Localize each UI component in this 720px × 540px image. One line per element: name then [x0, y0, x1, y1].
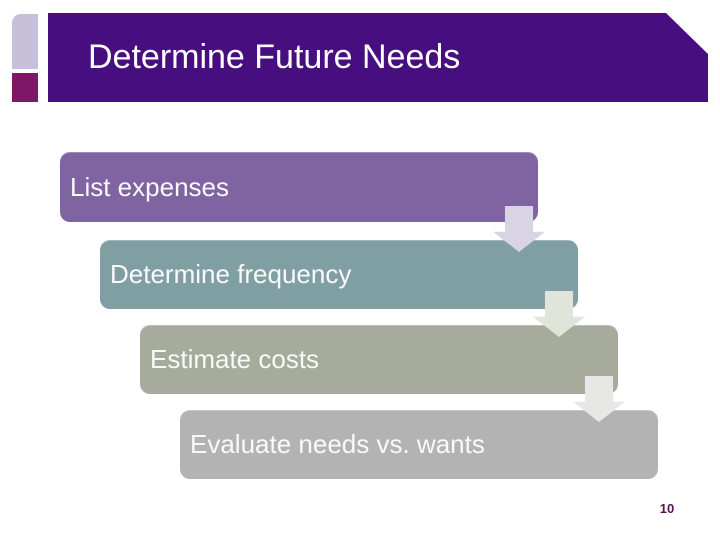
process-step-3: Estimate costs: [140, 325, 618, 394]
slide-title: Determine Future Needs: [88, 38, 461, 76]
process-step-2-label: Determine frequency: [110, 259, 352, 289]
process-step-2: Determine frequency: [100, 240, 578, 309]
process-step-4-label: Evaluate needs vs. wants: [190, 429, 485, 459]
accent-square-dark: [12, 73, 38, 102]
page-number: 10: [659, 501, 675, 516]
slide-title-bar: Determine Future Needs: [48, 13, 708, 102]
process-step-1-label: List expenses: [70, 171, 229, 202]
process-step-3-label: Estimate costs: [150, 344, 320, 374]
process-step-1: List expenses: [60, 152, 538, 222]
accent-square-light: [12, 14, 38, 69]
process-step-4: Evaluate needs vs. wants: [180, 410, 658, 479]
